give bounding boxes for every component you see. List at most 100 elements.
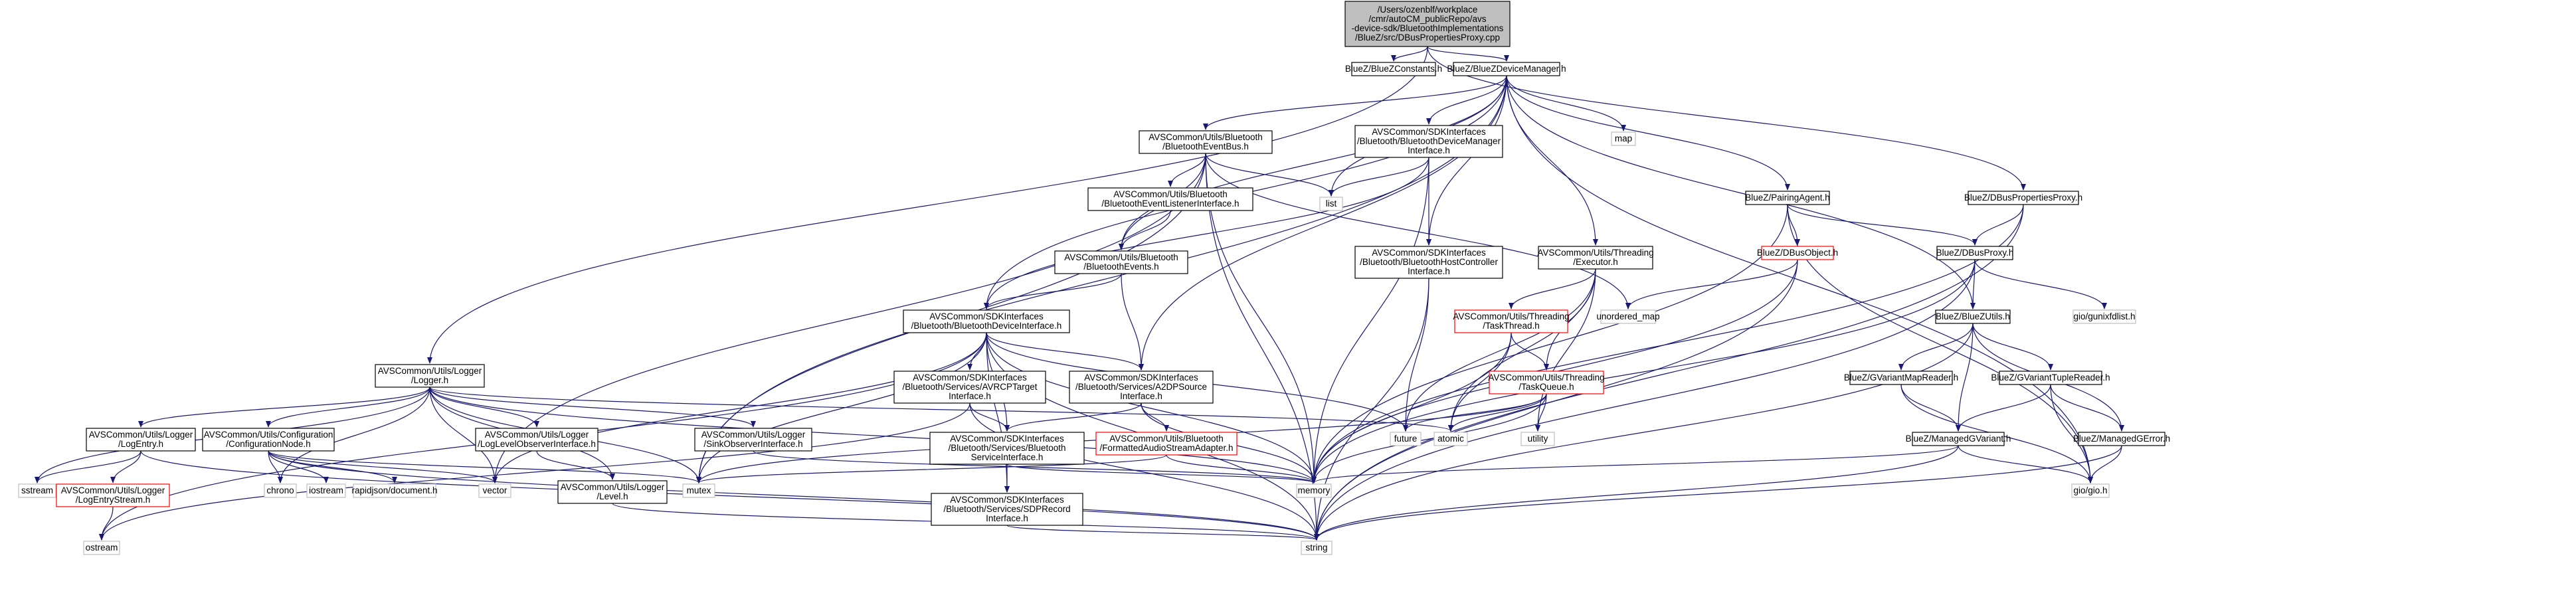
node-box-bluez_constants [1351,62,1436,76]
node-box-mutex [682,483,715,498]
edge-bt_device_if-to-sdp_record_if [986,332,1010,493]
node-map: map [1611,131,1636,146]
edge-bluez_device_manager-to-bt_device_manager_if [1426,75,1507,125]
edge-bluez_device_manager-to-pairing_agent [1506,75,1790,191]
node-label-executor-line-0: AVSCommon/Utils/Threading [1537,248,1653,258]
edge-a2dp_source_if-to-bt_service_if [1004,402,1142,432]
edge-pairing_agent-to-dbus_object [1787,204,1800,246]
edge-bt_event_bus-to-memory [1205,153,1317,483]
node-mutex: mutex [682,483,715,498]
node-managed_gvariant[interactable]: BlueZ/ManagedGVariant.h [1906,432,2011,446]
node-task_queue[interactable]: AVSCommon/Utils/Threading/TaskQueue.h [1488,371,1605,394]
node-label-sstream-line-0: sstream [21,485,53,495]
node-root[interactable]: /Users/ozenblf/workplace/cmr/autoCM_publ… [1344,1,1511,47]
node-box-map [1611,131,1636,146]
node-level_h[interactable]: AVSCommon/Utils/Logger/Level.h [557,480,668,504]
node-bt_event_listener_if[interactable]: AVSCommon/Utils/Bluetooth/BluetoothEvent… [1087,187,1253,211]
edge-managed_gvariant-to-gio_gio [1958,445,2093,483]
node-label-bt_event_listener_if-line-0: AVSCommon/Utils/Bluetooth [1113,189,1228,199]
node-label-log_level_observer_if-line-0: AVSCommon/Utils/Logger [485,430,589,440]
node-label-mutex-line-0: mutex [687,485,711,495]
node-string: string [1301,541,1333,555]
node-label-gio_gio-line-0: gio/gio.h [2073,485,2107,495]
node-gio_gio: gio/gio.h [2071,483,2110,498]
node-bt_device_manager_if[interactable]: AVSCommon/SDKInterfaces/Bluetooth/Blueto… [1354,125,1503,158]
node-executor[interactable]: AVSCommon/Utils/Threading/Executor.h [1537,246,1654,270]
node-dbus_proxy[interactable]: BlueZ/DBusProxy.h [1936,246,2014,260]
node-bluez_device_manager[interactable]: BlueZ/BlueZDeviceManager.h [1447,62,1566,76]
node-box-sdp_record_if [931,493,1083,526]
node-label-log_level_observer_if-line-1: /LogLevelObserverInterface.h [478,439,596,449]
node-label-managed_gerror-line-0: BlueZ/ManagedGError.h [2073,434,2170,444]
node-label-task_queue-line-1: /TaskQueue.h [1518,382,1574,392]
node-log_level_observer_if[interactable]: AVSCommon/Utils/Logger/LogLevelObserverI… [475,428,598,452]
edge-formatted_audio_stream_adapter-to-mutex [696,454,1167,483]
node-gvariant_map_reader[interactable]: BlueZ/GVariantMapReader.h [1844,371,1958,385]
node-label-bt_host_controller_if-line-0: AVSCommon/SDKInterfaces [1372,248,1486,258]
node-box-bt_event_listener_if [1087,187,1253,211]
edge-task_thread-to-memory [1311,332,1512,483]
edge-task_thread-to-atomic [1448,332,1512,432]
node-configuration_node[interactable]: AVSCommon/Utils/Configuration/Configurat… [202,428,335,452]
node-bt_host_controller_if[interactable]: AVSCommon/SDKInterfaces/Bluetooth/Blueto… [1354,246,1503,279]
edge-bluez_device_manager-to-bt_event_bus [1203,75,1507,130]
edge-logger_h-to-log_level_observer_if [429,386,539,428]
node-label-future-line-0: future [1394,434,1418,444]
edge-dbus_object-to-string [1314,259,1798,541]
edge-dbus_proxy-to-string [1314,259,1976,541]
node-label-task_thread-line-1: /TaskThread.h [1483,321,1540,331]
edge-bt_event_bus-to-vector [492,153,1206,483]
node-formatted_audio_stream_adapter[interactable]: AVSCommon/Utils/Bluetooth/FormattedAudio… [1095,432,1238,456]
node-avrcp_target_if[interactable]: AVSCommon/SDKInterfaces/Bluetooth/Servic… [893,371,1046,404]
node-label-bt_event_bus-line-0: AVSCommon/Utils/Bluetooth [1149,132,1263,142]
node-pairing_agent[interactable]: BlueZ/PairingAgent.h [1745,191,1830,205]
node-box-chrono [264,483,297,498]
edge-bt_device_if-to-memory [986,332,1317,483]
node-log_entry[interactable]: AVSCommon/Utils/Logger/LogEntry.h [86,428,196,452]
edge-logger_h-to-vector [429,386,498,483]
node-bt_device_if[interactable]: AVSCommon/SDKInterfaces/Bluetooth/Blueto… [903,309,1070,333]
node-sink_observer_if[interactable]: AVSCommon/Utils/Logger/SinkObserverInter… [694,428,812,452]
node-box-bluez_device_manager [1453,62,1560,76]
node-label-dbus_object-line-0: BlueZ/DBusObject.h [1757,248,1838,258]
edges-layer [35,46,2124,541]
node-bt_service_if[interactable]: AVSCommon/SDKInterfaces/Bluetooth/Servic… [929,432,1085,465]
edge-configuration_node-to-chrono [268,450,283,483]
node-atomic: atomic [1433,432,1468,446]
node-bluez_utils[interactable]: BlueZ/BlueZUtils.h [1935,309,2011,324]
node-log_entry_stream[interactable]: AVSCommon/Utils/Logger/LogEntryStream.h [56,483,170,507]
node-logger_h[interactable]: AVSCommon/Utils/Logger/Logger.h [375,364,485,388]
node-managed_gerror[interactable]: BlueZ/ManagedGError.h [2073,432,2170,446]
node-box-configuration_node [202,428,335,452]
node-bluez_constants[interactable]: BlueZ/BlueZConstants.h [1345,62,1442,76]
node-label-gvariant_map_reader-line-0: BlueZ/GVariantMapReader.h [1844,373,1958,382]
node-unordered_map: unordered_map [1596,309,1660,324]
node-task_thread[interactable]: AVSCommon/Utils/Threading/TaskThread.h [1453,309,1570,333]
edge-executor-to-atomic [1448,268,1596,432]
node-gvariant_tuple_reader[interactable]: BlueZ/GVariantTupleReader.h [1991,371,2110,385]
node-label-bt_device_if-line-0: AVSCommon/SDKInterfaces [929,311,1044,321]
node-box-dbus_proxy [1936,246,2013,260]
node-dbus_properties_proxy[interactable]: BlueZ/DBusPropertiesProxy.h [1964,191,2082,205]
node-label-ostream-line-0: ostream [86,543,118,552]
node-label-bt_service_if-line-1: /Bluetooth/Services/Bluetooth [948,443,1065,453]
node-dbus_object[interactable]: BlueZ/DBusObject.h [1757,246,1838,260]
edge-bluez_device_manager-to-executor [1506,75,1598,246]
node-bt_events[interactable]: AVSCommon/Utils/Bluetooth/BluetoothEvent… [1054,250,1188,274]
node-chrono: chrono [264,483,297,498]
node-bt_event_bus[interactable]: AVSCommon/Utils/Bluetooth/BluetoothEvent… [1139,130,1273,154]
node-ostream: ostream [83,541,120,555]
node-label-a2dp_source_if-line-2: Interface.h [1120,391,1162,401]
node-sdp_record_if[interactable]: AVSCommon/SDKInterfaces/Bluetooth/Servic… [931,493,1083,526]
node-label-logger_h-line-0: AVSCommon/Utils/Logger [378,366,482,376]
node-box-logger_h [375,364,485,388]
node-box-atomic [1433,432,1468,446]
node-box-bluez_utils [1935,309,2011,324]
node-label-sdp_record_if-line-0: AVSCommon/SDKInterfaces [950,495,1064,505]
node-label-bt_service_if-line-2: ServiceInterface.h [971,452,1044,462]
node-box-avrcp_target_if [893,371,1046,404]
node-a2dp_source_if[interactable]: AVSCommon/SDKInterfaces/Bluetooth/Servic… [1069,371,1214,404]
edge-executor-to-future [1403,268,1596,432]
edge-task_thread-to-task_queue [1511,332,1549,371]
